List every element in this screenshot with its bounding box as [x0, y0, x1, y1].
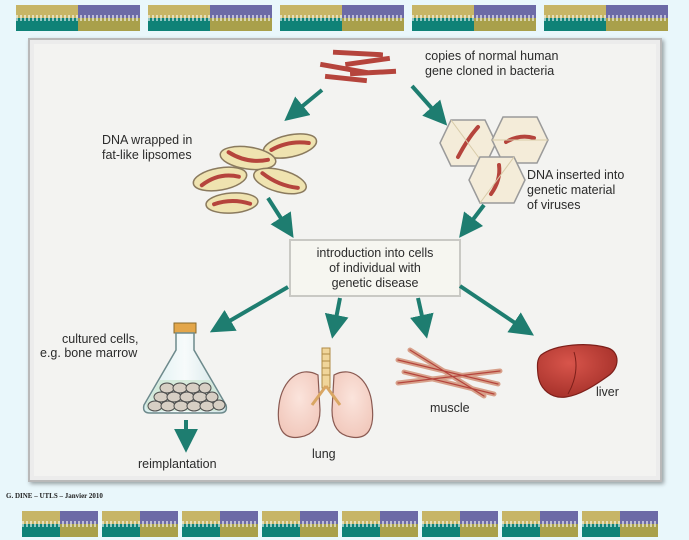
liver-icon: [536, 344, 618, 398]
label-intro-line1: introduction into cells: [317, 246, 434, 260]
label-intro-line3: genetic disease: [332, 276, 419, 290]
label-lung: lung: [312, 447, 336, 461]
bottom-banner-tile: [502, 511, 578, 537]
bottom-banner-tile: [262, 511, 338, 537]
lung-icon: [277, 347, 374, 439]
arrow-to-muscle: [410, 297, 434, 339]
top-banner-tile: [544, 5, 668, 31]
label-copies-line1: copies of normal human: [425, 49, 558, 63]
label-copies-line2: gene cloned in bacteria: [425, 64, 554, 78]
bottom-banner-tile: [422, 511, 498, 537]
arrow-to-liposomes: [284, 88, 324, 122]
label-dna-wrapped-line2: fat-like lipsomes: [102, 148, 192, 162]
bottom-banner-tile: [582, 511, 658, 537]
top-banner-tile: [16, 5, 140, 31]
label-muscle: muscle: [430, 401, 470, 415]
label-cultured-line2: e.g. bone marrow: [40, 346, 138, 360]
gene-copies-icon: [319, 49, 397, 84]
arrow-to-viruses: [410, 84, 448, 126]
bottom-banner-tile: [22, 511, 98, 537]
label-dna-inserted-line2: genetic material: [527, 183, 615, 197]
liposomes-icon: [192, 133, 318, 214]
flask-icon: [142, 322, 228, 414]
arrow-to-lung: [324, 297, 349, 339]
bottom-banner-tile: [102, 511, 178, 537]
arrow-to-cultured-cells: [209, 285, 290, 333]
footer-credit: G. DINE – UTLS – Janvier 2010: [6, 492, 103, 500]
label-intro-line2: of individual with: [329, 261, 421, 275]
label-dna-inserted-line1: DNA inserted into: [527, 168, 624, 182]
top-decorative-banner: [0, 2, 689, 34]
label-reimplantation: reimplantation: [138, 457, 217, 471]
top-banner-tile: [280, 5, 404, 31]
top-banner-tile: [412, 5, 536, 31]
bottom-decorative-banner: [0, 508, 689, 540]
gene-therapy-diagram: copies of normal human gene cloned in ba…: [40, 49, 624, 471]
muscle-icon: [395, 347, 503, 399]
label-cultured-line1: cultured cells,: [62, 332, 138, 346]
arrow-to-liver: [458, 284, 534, 336]
label-dna-inserted-line3: of viruses: [527, 198, 581, 212]
label-dna-wrapped-line1: DNA wrapped in: [102, 133, 192, 147]
introduction-box: [289, 239, 461, 297]
label-liver: liver: [596, 385, 619, 399]
top-banner-tile: [148, 5, 272, 31]
arrow-liposomes-to-cells: [266, 196, 294, 239]
bottom-banner-tile: [342, 511, 418, 537]
bottom-banner-tile: [182, 511, 258, 537]
viruses-icon: [439, 116, 549, 204]
arrow-viruses-to-cells: [459, 203, 486, 238]
